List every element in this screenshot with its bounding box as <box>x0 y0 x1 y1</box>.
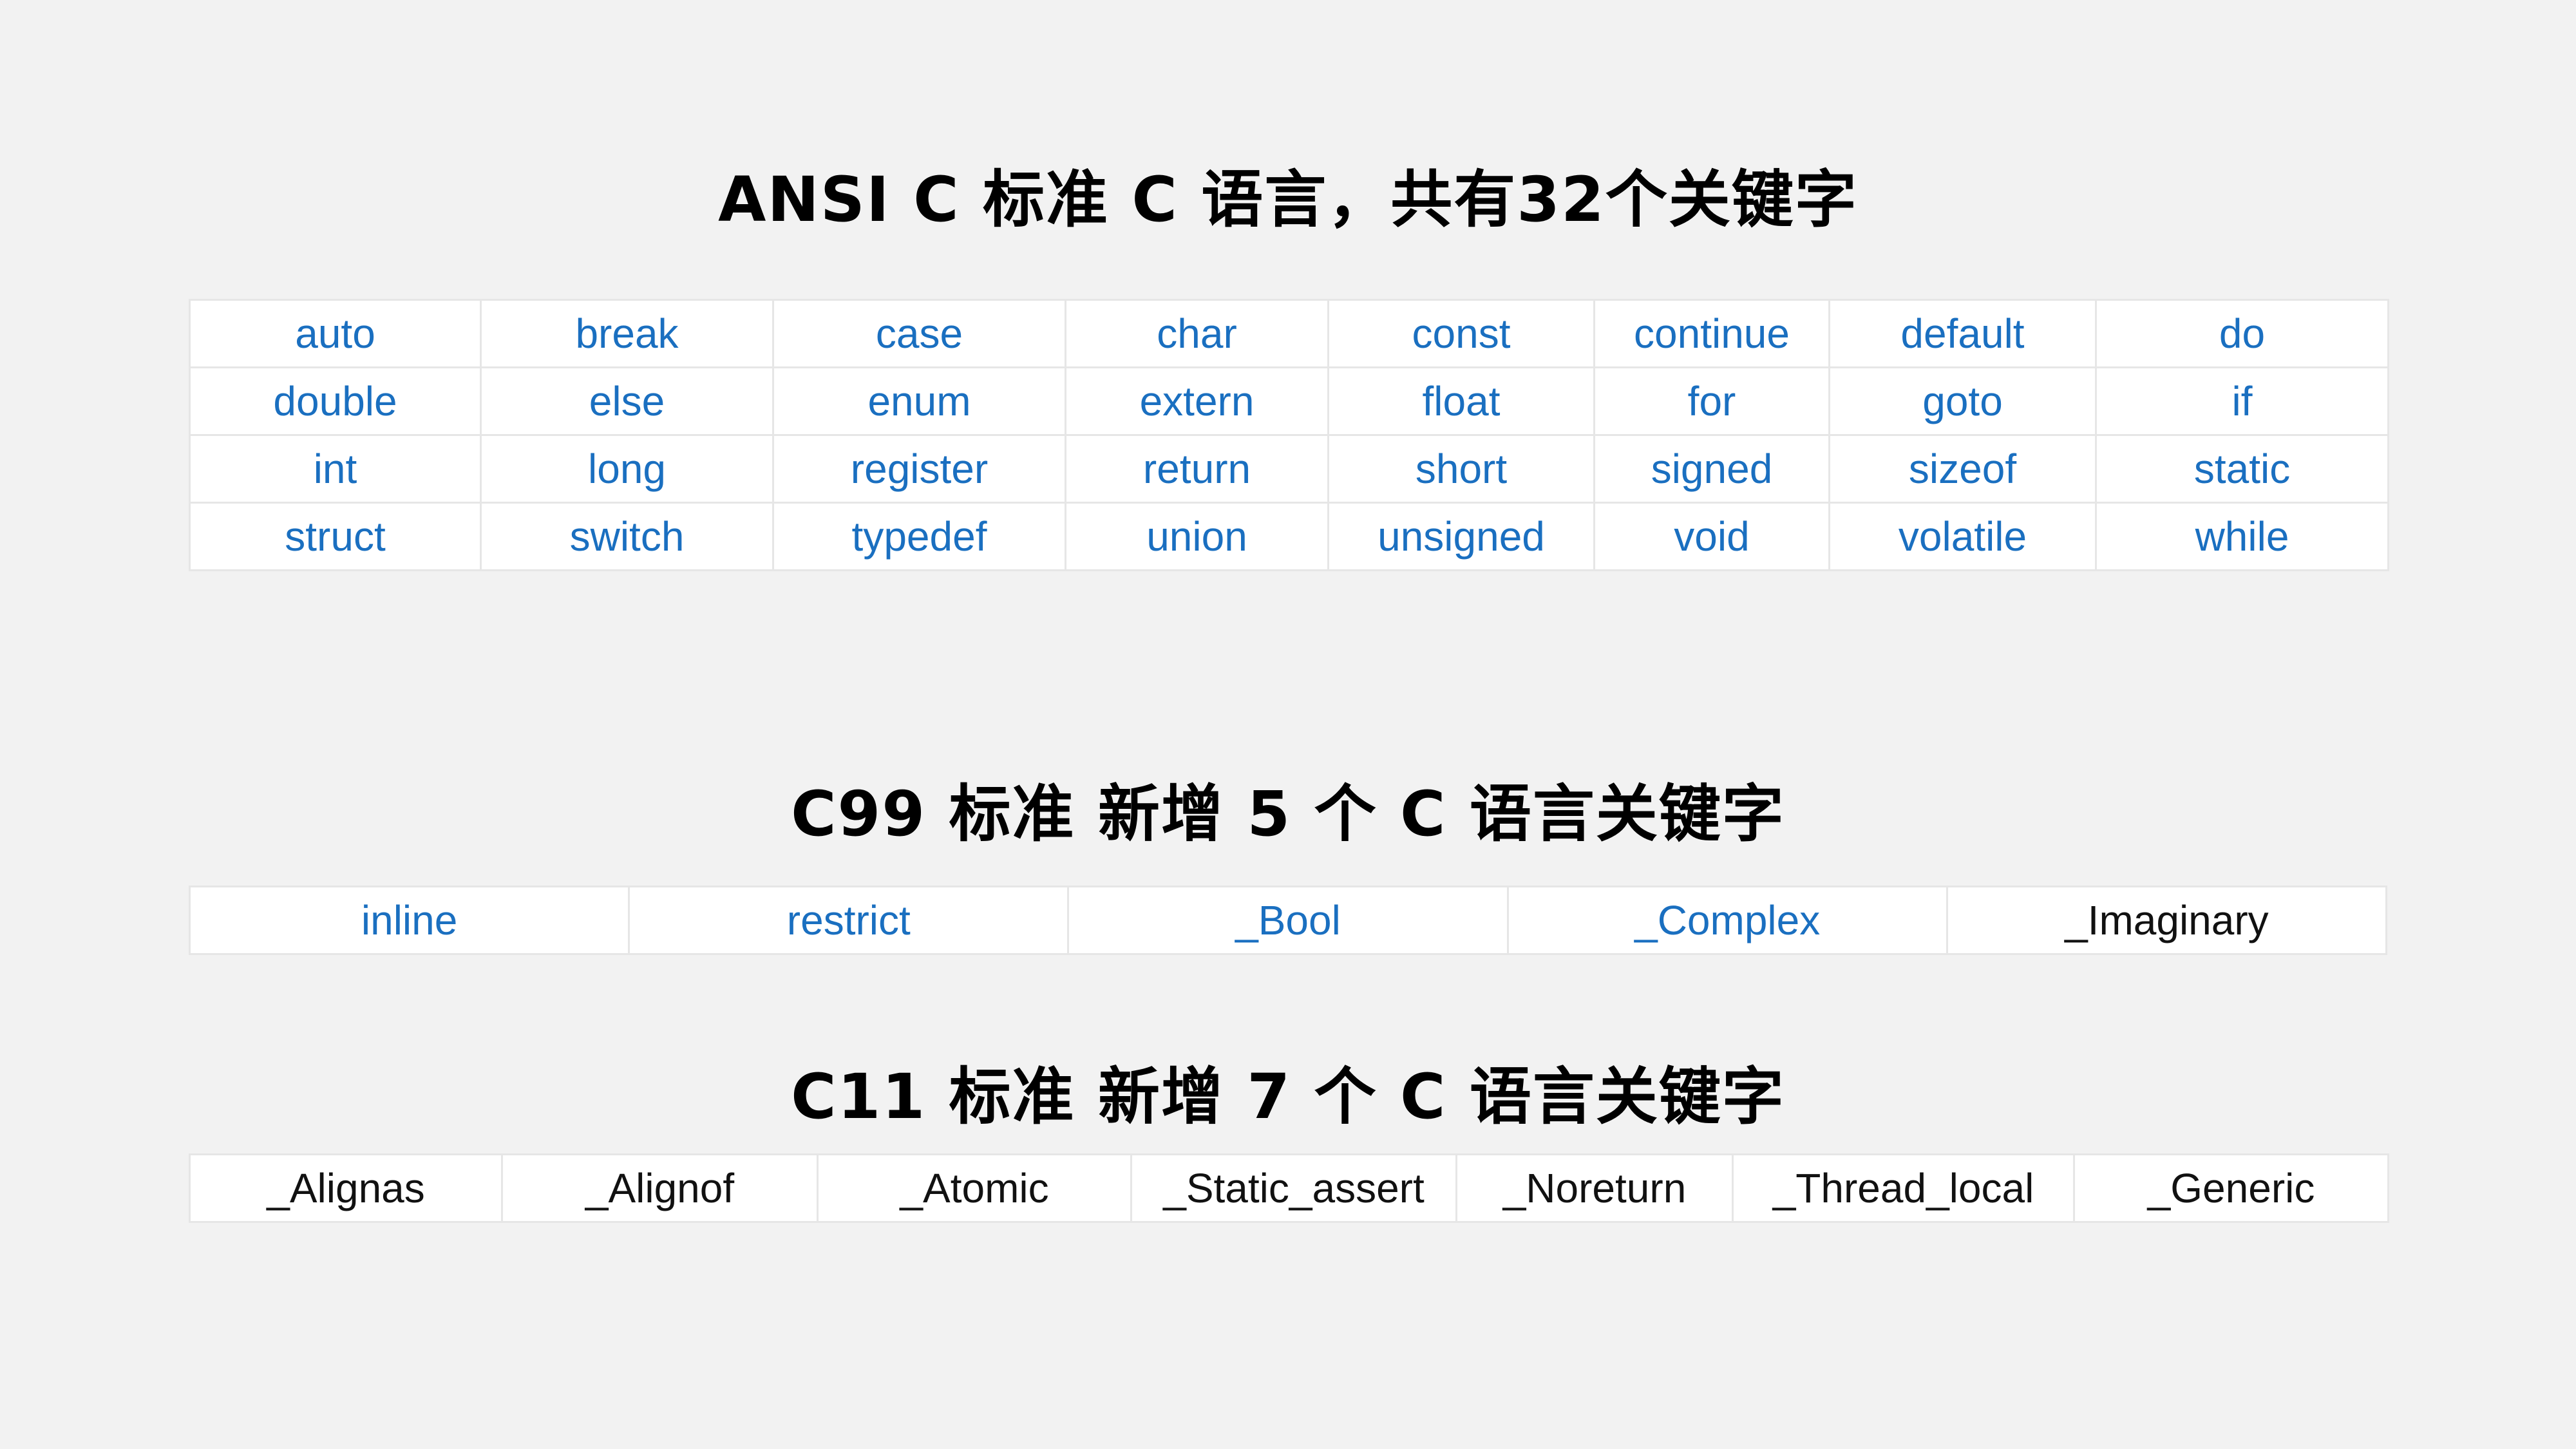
keyword-cell: _Atomic <box>817 1153 1132 1223</box>
keyword-cell: _Noreturn <box>1455 1153 1734 1223</box>
keyword-cell: _Generic <box>2073 1153 2389 1223</box>
keyword-cell: enum <box>772 366 1066 436</box>
keyword-cell: int <box>189 434 482 504</box>
keyword-cell: _Alignas <box>189 1153 503 1223</box>
keyword-cell: long <box>480 434 774 504</box>
c11-title: C11 标准 新增 7 个 C 语言关键字 <box>791 1061 1785 1133</box>
keyword-cell: short <box>1327 434 1595 504</box>
keyword-cell: char <box>1065 299 1329 368</box>
keyword-cell: union <box>1065 502 1329 571</box>
keyword-cell: inline <box>188 886 630 955</box>
keyword-cell: case <box>772 299 1066 368</box>
keyword-cell: sizeof <box>1828 434 2097 504</box>
keyword-cell: const <box>1327 299 1595 368</box>
table-row: _Alignas_Alignof_Atomic_Static_assert_No… <box>189 1153 2389 1223</box>
keyword-cell: typedef <box>772 502 1066 571</box>
keyword-cell: continue <box>1593 299 1830 368</box>
keyword-cell: while <box>2095 502 2389 571</box>
keyword-cell: _Alignof <box>501 1153 819 1223</box>
keyword-cell: default <box>1828 299 2097 368</box>
keyword-cell: extern <box>1065 366 1329 436</box>
keyword-cell: void <box>1593 502 1830 571</box>
keyword-cell: float <box>1327 366 1595 436</box>
keyword-cell: restrict <box>628 886 1070 955</box>
keyword-cell: _Bool <box>1067 886 1509 955</box>
keyword-cell: _Imaginary <box>1946 886 2388 955</box>
keyword-cell: double <box>189 366 482 436</box>
keyword-cell: break <box>480 299 774 368</box>
keyword-cell: for <box>1593 366 1830 436</box>
keyword-cell: unsigned <box>1327 502 1595 571</box>
keyword-cell: register <box>772 434 1066 504</box>
keyword-cell: signed <box>1593 434 1830 504</box>
keyword-cell: static <box>2095 434 2389 504</box>
keyword-cell: if <box>2095 366 2389 436</box>
keyword-cell: goto <box>1828 366 2097 436</box>
keyword-cell: switch <box>480 502 774 571</box>
keyword-cell: else <box>480 366 774 436</box>
keyword-cell: volatile <box>1828 502 2097 571</box>
c11-keywords-table: _Alignas_Alignof_Atomic_Static_assert_No… <box>189 1153 2389 1223</box>
keyword-cell: do <box>2095 299 2389 368</box>
keyword-cell: auto <box>189 299 482 368</box>
keyword-cell: return <box>1065 434 1329 504</box>
keyword-cell: _Complex <box>1506 886 1948 955</box>
ansi-title: ANSI C 标准 C 语言，共有32个关键字 <box>718 164 1858 236</box>
keyword-cell: _Thread_local <box>1732 1153 2075 1223</box>
c99-title: C99 标准 新增 5 个 C 语言关键字 <box>791 778 1785 850</box>
keyword-cell: _Static_assert <box>1130 1153 1457 1223</box>
keyword-cell: struct <box>189 502 482 571</box>
